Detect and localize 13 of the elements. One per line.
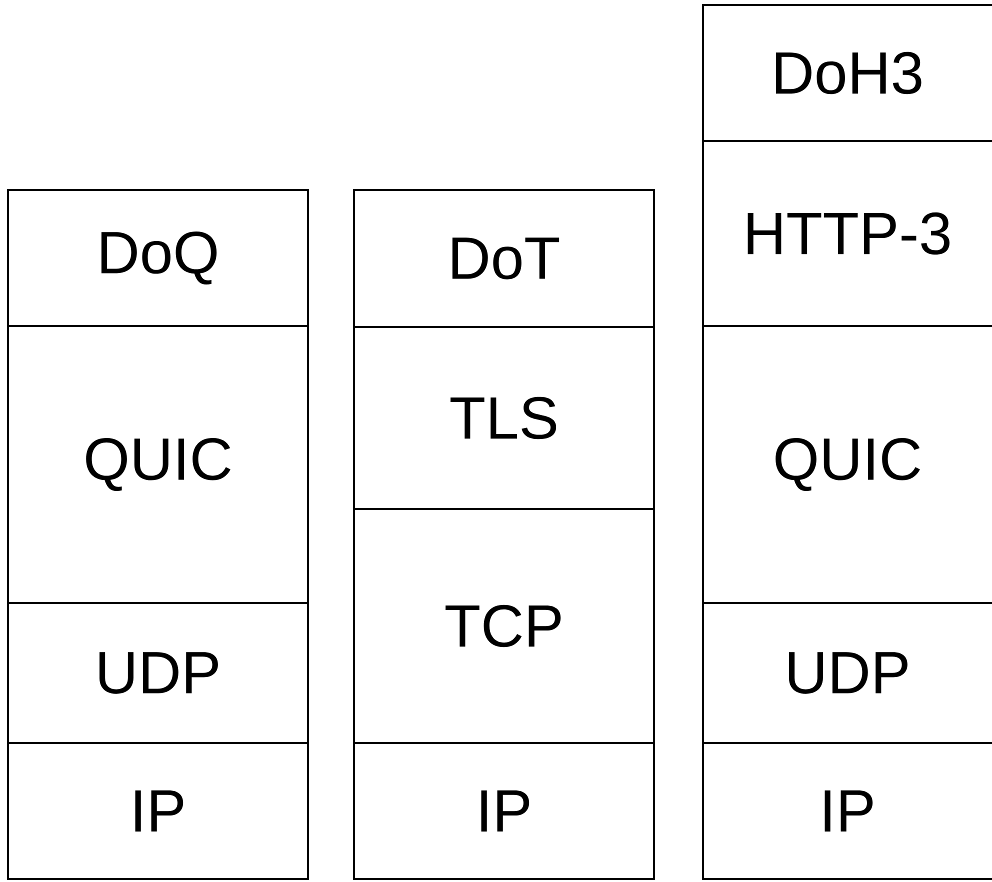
- layer-box: IP: [702, 742, 992, 880]
- layer-box: QUIC: [7, 324, 309, 604]
- layer-box: DoH3: [702, 4, 992, 142]
- layer-box: IP: [7, 742, 309, 880]
- layer-box: IP: [353, 742, 655, 880]
- layer-box: DoT: [353, 188, 655, 328]
- layer-box: HTTP-3: [702, 140, 992, 327]
- layer-box: TCP: [353, 508, 655, 744]
- layer-box: DoQ: [7, 188, 309, 327]
- layer-box: QUIC: [702, 324, 992, 604]
- layer-box: UDP: [7, 602, 309, 744]
- layer-box: TLS: [353, 326, 655, 510]
- layer-box: UDP: [702, 602, 992, 744]
